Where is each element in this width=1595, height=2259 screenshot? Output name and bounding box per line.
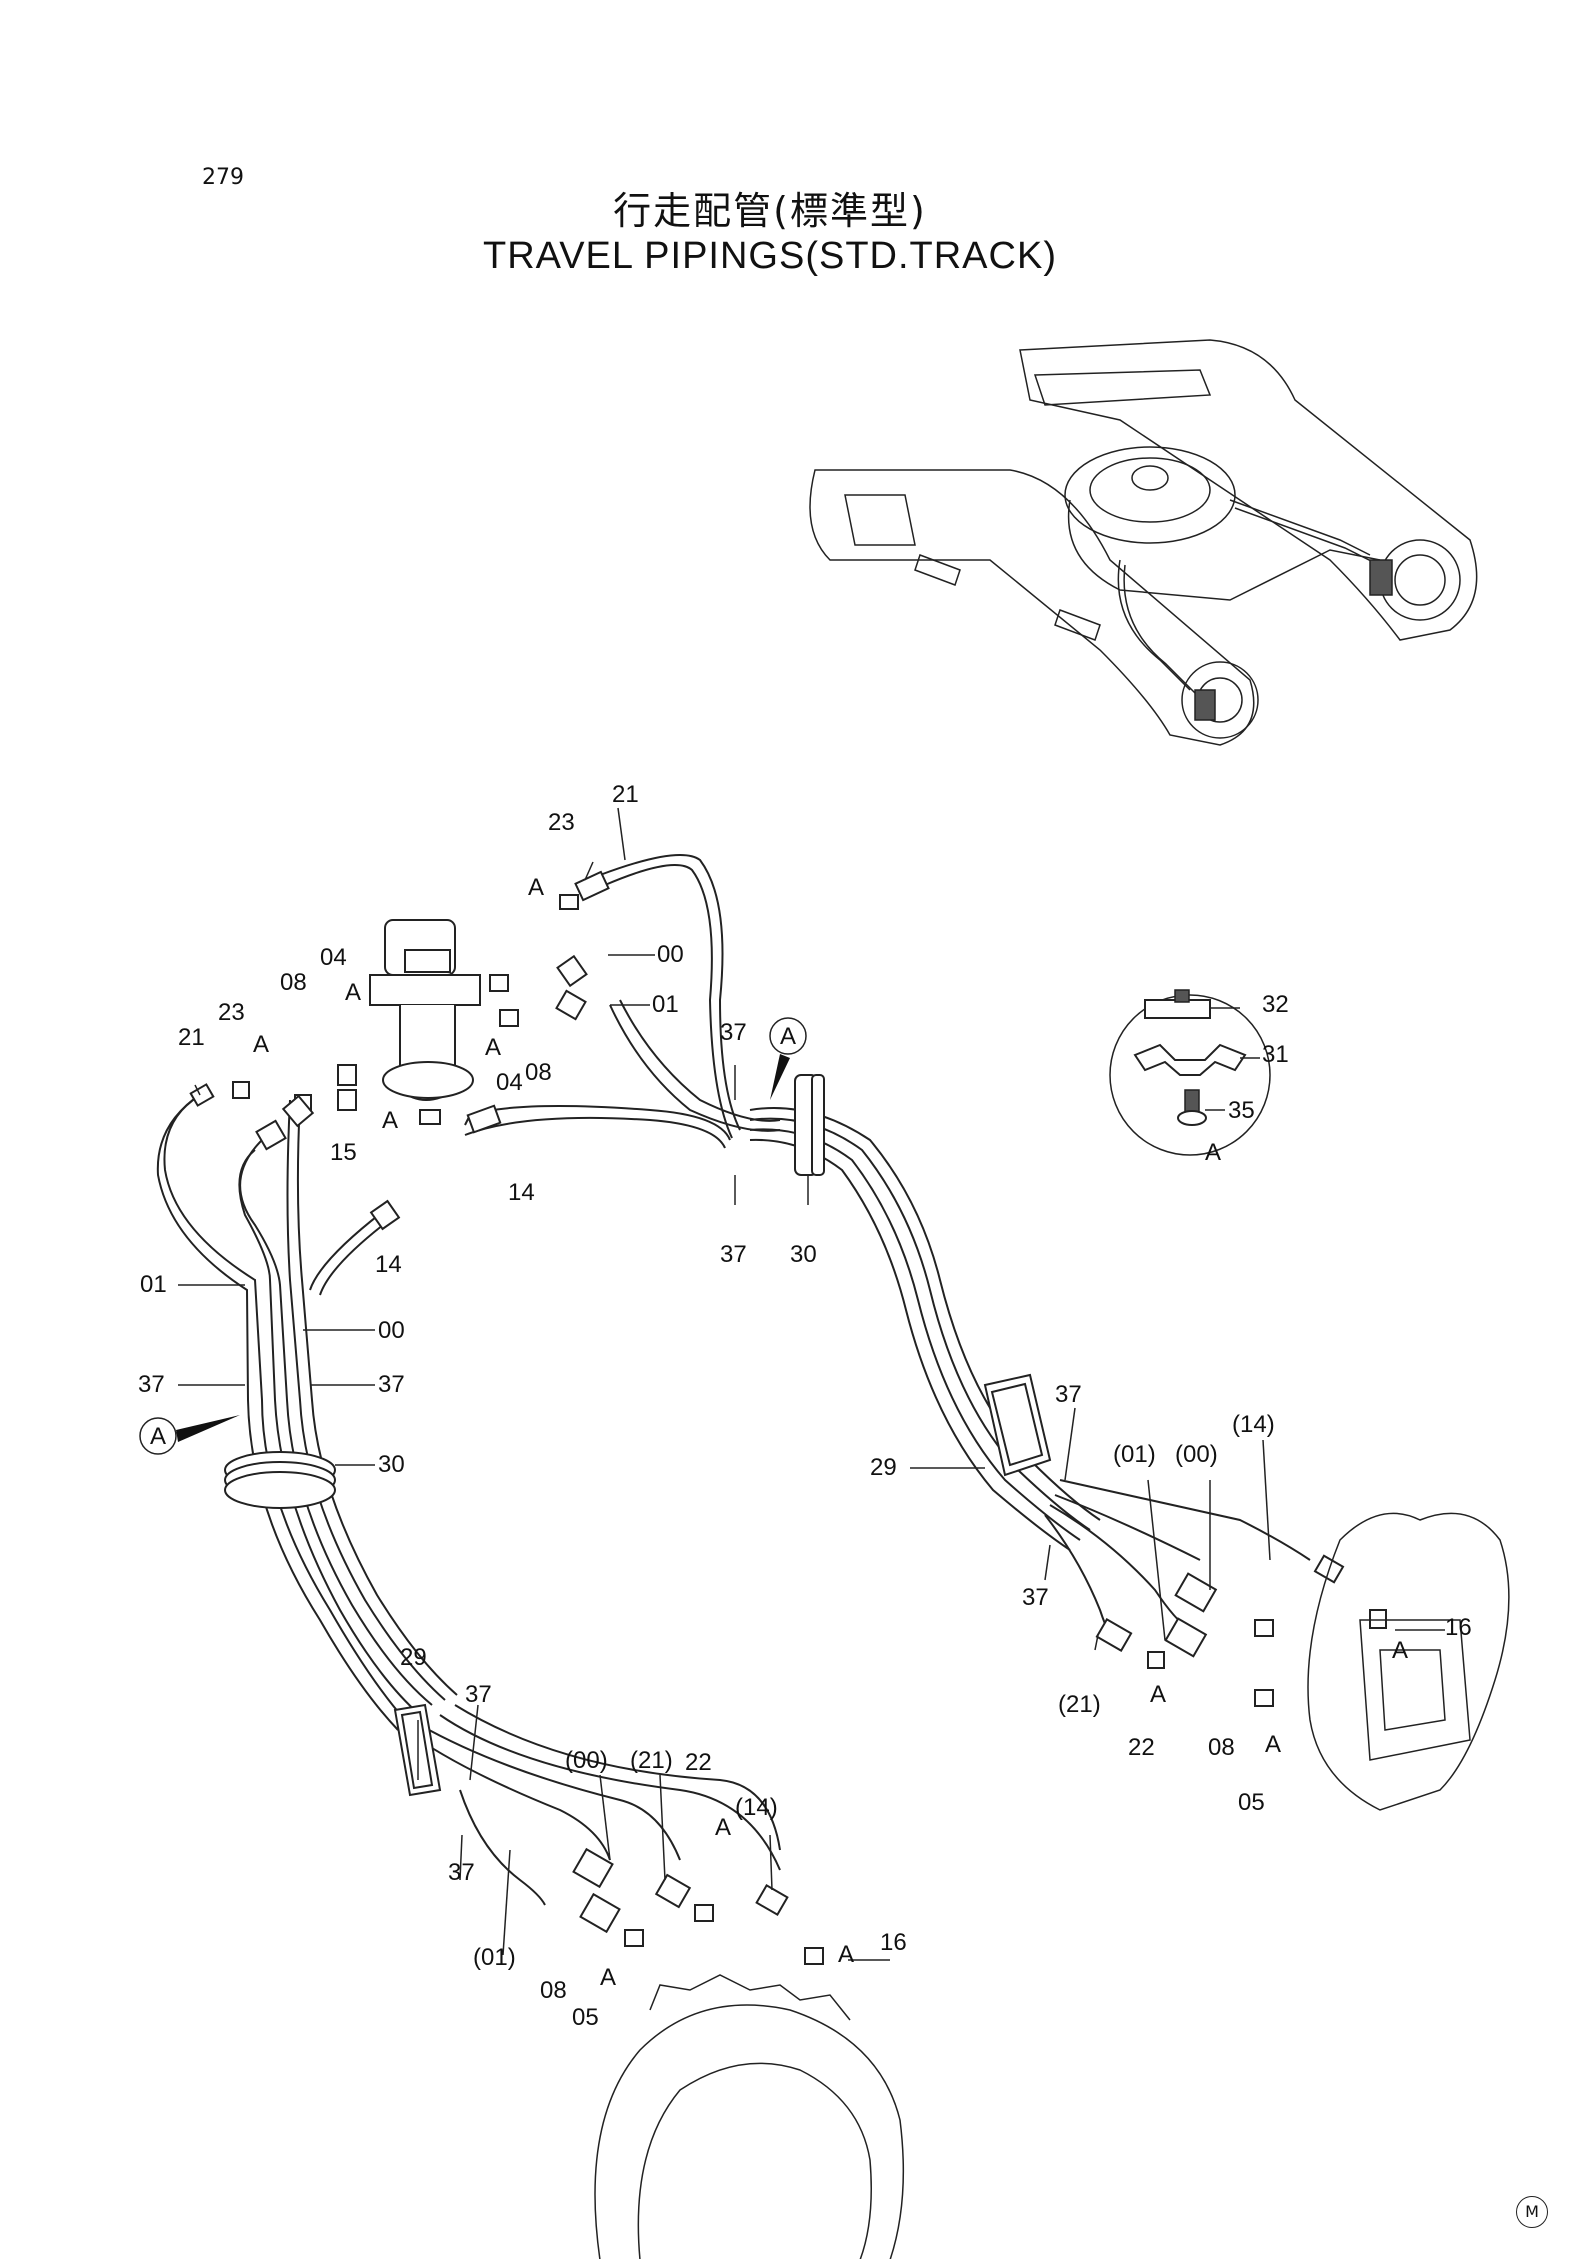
callout-08-left: 08 bbox=[280, 969, 307, 996]
clamp-30-center bbox=[794, 1074, 825, 1176]
title-english: TRAVEL PIPINGS(STD.TRACK) bbox=[483, 235, 1057, 277]
callout-37-lower: 37 bbox=[448, 1859, 475, 1886]
callout-a-16-lower: A bbox=[838, 1941, 854, 1968]
callout-37-lower-top: 37 bbox=[465, 1681, 492, 1708]
callout-23-left: 23 bbox=[218, 999, 245, 1026]
callout-21-left: 21 bbox=[178, 1024, 205, 1051]
center-joint-drawing bbox=[369, 919, 481, 1101]
detail-marker-a-left: A bbox=[139, 1415, 240, 1455]
callout-01-right: (01) bbox=[1113, 1441, 1156, 1468]
hose-bundle-right bbox=[599, 854, 1311, 1651]
callout-a-center: A bbox=[485, 1034, 501, 1061]
hose-bundle-lower bbox=[404, 1704, 781, 1906]
callout-a-04: A bbox=[345, 979, 361, 1006]
corner-mark: M bbox=[1516, 2196, 1548, 2228]
callout-37-left: 37 bbox=[138, 1371, 165, 1398]
callout-21-right: (21) bbox=[1058, 1691, 1101, 1718]
callout-21-top: 21 bbox=[612, 781, 639, 808]
fittings bbox=[189, 870, 1387, 1965]
callout-16-right: 16 bbox=[1445, 1614, 1472, 1641]
travel-motor-lower-drawing bbox=[594, 1974, 905, 2259]
callout-22-lower: 22 bbox=[685, 1749, 712, 1776]
callout-32: 32 bbox=[1262, 991, 1289, 1018]
callout-05-right: 05 bbox=[1238, 1789, 1265, 1816]
callout-29-right: 29 bbox=[870, 1454, 897, 1481]
callout-21-lower: (21) bbox=[630, 1747, 673, 1774]
callout-16-lower: 16 bbox=[880, 1929, 907, 1956]
callout-30-left: 30 bbox=[378, 1451, 405, 1478]
callout-14-lower: (14) bbox=[735, 1794, 778, 1821]
callout-04-upper: 04 bbox=[320, 944, 347, 971]
page-number: 279 bbox=[202, 165, 244, 190]
callout-22-right: 22 bbox=[1128, 1734, 1155, 1761]
callout-a-top: A bbox=[528, 874, 544, 901]
callout-23-top: 23 bbox=[548, 809, 575, 836]
callout-30-center: 30 bbox=[790, 1241, 817, 1268]
clamp-29-right bbox=[983, 1373, 1052, 1477]
callout-00-left: 00 bbox=[378, 1317, 405, 1344]
callout-37-right-top: 37 bbox=[1055, 1381, 1082, 1408]
callout-29-lower: 29 bbox=[400, 1644, 427, 1671]
callout-a-15: A bbox=[382, 1107, 398, 1134]
callout-00-right: (00) bbox=[1175, 1441, 1218, 1468]
callout-a-left: A bbox=[253, 1031, 269, 1058]
callout-00-top: 00 bbox=[657, 941, 684, 968]
callout-14-right: (14) bbox=[1232, 1411, 1275, 1438]
callout-01-top: 01 bbox=[652, 991, 679, 1018]
callout-37-right: 37 bbox=[1022, 1584, 1049, 1611]
callout-a-22-lower: A bbox=[715, 1814, 731, 1841]
callout-00-lower: (00) bbox=[565, 1747, 608, 1774]
hose-bundle-left bbox=[156, 1094, 731, 1731]
undercarriage-overview-drawing bbox=[809, 339, 1478, 746]
callout-35: 35 bbox=[1228, 1097, 1255, 1124]
callout-a-05-lower: A bbox=[600, 1964, 616, 1991]
callout-05-lower: 05 bbox=[572, 2004, 599, 2031]
title-japanese: 行走配管(標準型) bbox=[613, 189, 927, 233]
leader-lines bbox=[178, 807, 1445, 1961]
callout-a-16-right: A bbox=[1392, 1637, 1408, 1664]
callout-labels: 21 23 A 00 01 04 A 08 23 A 21 A 04 08 A … bbox=[138, 781, 1472, 2031]
callout-08-right: 08 bbox=[1208, 1734, 1235, 1761]
callout-01-left: 01 bbox=[140, 1271, 167, 1298]
callout-a-detail: A bbox=[1205, 1139, 1221, 1166]
callout-37-top: 37 bbox=[720, 1019, 747, 1046]
callout-08-lower: 08 bbox=[540, 1977, 567, 2004]
clamp-detail-circle bbox=[1109, 989, 1271, 1156]
callout-01-lower: (01) bbox=[473, 1944, 516, 1971]
travel-motor-right-drawing bbox=[1307, 1512, 1510, 1811]
callout-15: 15 bbox=[330, 1139, 357, 1166]
detail-marker-a-left-text: A bbox=[150, 1423, 166, 1450]
callout-31: 31 bbox=[1262, 1041, 1289, 1068]
callout-14-left: 14 bbox=[375, 1251, 402, 1278]
detail-marker-a-upper: A bbox=[769, 1017, 807, 1100]
callout-a-22-right: A bbox=[1150, 1681, 1166, 1708]
callout-37-center: 37 bbox=[720, 1241, 747, 1268]
detail-marker-a-upper-text: A bbox=[780, 1023, 796, 1050]
clamp-30-left bbox=[224, 1451, 336, 1509]
callout-14-center: 14 bbox=[508, 1179, 535, 1206]
callout-04-lower: 04 bbox=[496, 1069, 523, 1096]
callout-a-05-right: A bbox=[1265, 1731, 1281, 1758]
callout-37-left2: 37 bbox=[378, 1371, 405, 1398]
callout-08-center: 08 bbox=[525, 1059, 552, 1086]
